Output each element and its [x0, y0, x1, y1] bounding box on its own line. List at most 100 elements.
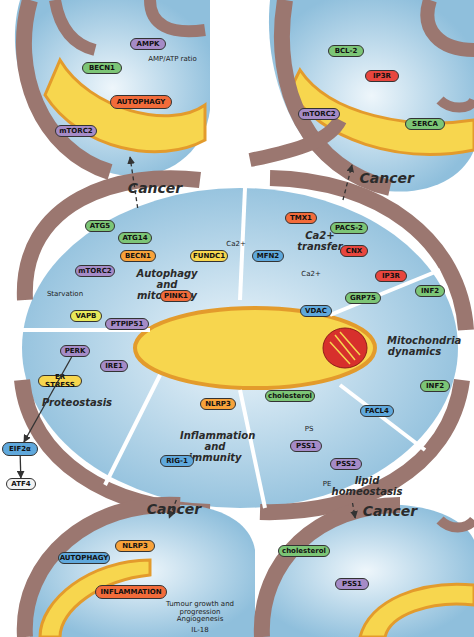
protein-pill: cholesterol: [265, 390, 315, 402]
panel-region: Autophagy and mitophagyATG5ATG14BECN1FUN…: [20, 188, 460, 510]
protein-pill: IP3R: [375, 270, 407, 282]
annotation-label: Angiogenesis: [170, 615, 230, 623]
protein-name: BECN1: [125, 252, 151, 260]
protein-pill: PSS1: [335, 578, 369, 590]
protein-pill: AUTOPHAGY: [58, 552, 110, 564]
protein-pill: PSS2: [330, 458, 362, 470]
er-membrane: [250, 120, 340, 160]
annotation-label: Tumour growth and progression: [160, 600, 240, 616]
protein-pill: ATF4: [6, 478, 36, 490]
protein-name: TMX1: [290, 214, 312, 222]
divider: [340, 385, 425, 450]
edge-label: Cancer: [359, 170, 413, 186]
mitochondrion: [45, 60, 205, 152]
pathway-sector: Inflammation and immunityRIG-1NLRP3: [140, 380, 260, 500]
protein-pill: ER STRESS: [38, 375, 82, 387]
protein-name: PTPIP51: [111, 320, 144, 328]
protein-name: NLRP3: [205, 400, 231, 408]
protein-name: FACL4: [365, 407, 389, 415]
cytosol-area: [258, 505, 474, 637]
er-membrane: [150, 0, 205, 31]
protein-pill: RIG-1: [160, 455, 194, 467]
protein-pill: NLRP3: [200, 398, 236, 410]
protein-name: GRP75: [350, 294, 376, 302]
sector-dividers: [22, 188, 440, 508]
protein-pill: MFN2: [252, 250, 284, 262]
divider: [240, 390, 265, 508]
protein-pill: INF2: [420, 380, 450, 392]
pathway-sector: lipid homeostasis PSS1PSS2 cholesterolFACL…: [262, 385, 422, 503]
cristae-lines: [330, 332, 360, 364]
er-membrane: [270, 178, 466, 330]
er-membrane: [24, 0, 110, 172]
sector-title: lipid homeostasis: [322, 475, 412, 497]
protein-name: ER STRESS: [39, 373, 81, 389]
protein-name: PSS1: [342, 580, 362, 588]
protein-name: IP3R: [373, 72, 391, 80]
annotation-label: AMP/ATP ratio: [145, 55, 200, 63]
protein-pill: BECN1: [120, 250, 156, 262]
annotation-label: PS: [300, 425, 318, 433]
edge-label: Cancer: [147, 501, 201, 517]
protein-name: RIG-1: [166, 457, 188, 465]
protein-name: MFN2: [257, 252, 279, 260]
er-membrane: [55, 0, 95, 50]
cytosol-area: [269, 0, 474, 192]
protein-name: IP3R: [382, 272, 400, 280]
protein-pill: PINK1: [160, 290, 192, 302]
protein-pill: FACL4: [360, 405, 394, 417]
edge-label: Cancer: [363, 503, 417, 519]
protein-pill: IRE1: [100, 360, 128, 372]
pathway-sector: ProteostasisPERKIRE1ER STRESS: [22, 332, 160, 457]
er-membrane: [260, 380, 462, 512]
protein-name: IRE1: [105, 362, 123, 370]
annotation-label: Starvation: [45, 290, 85, 298]
annotation-label: IL-18: [180, 626, 220, 634]
dashed-arrow: [24, 357, 72, 442]
dashed-arrow: [353, 503, 356, 518]
protein-name: mTORC2: [78, 267, 111, 275]
panel-region: BECN1AUTOPHAGYmTORC2AMPK: [40, 22, 200, 157]
protein-pill: SERCA: [405, 118, 445, 130]
protein-name: VDAC: [305, 307, 327, 315]
cytosol-area: [15, 0, 210, 176]
protein-pill: INF2: [415, 285, 445, 297]
protein-pill: mTORC2: [298, 108, 340, 120]
protein-pill: VDAC: [300, 305, 332, 317]
divider: [105, 375, 160, 485]
protein-name: VAPB: [76, 312, 97, 320]
protein-name: AUTOPHAGY: [60, 554, 109, 562]
protein-name: EIF2α: [9, 445, 31, 453]
annotation-label: Ca2+: [300, 270, 322, 278]
protein-pill: IP3R: [365, 70, 399, 82]
protein-name: PSS1: [296, 442, 316, 450]
er-membrane: [440, 520, 474, 528]
protein-name: PERK: [65, 347, 86, 355]
pathway-sector: Mitochondria dynamicsINF2INF2: [385, 280, 460, 410]
protein-pill: AMPK: [130, 38, 166, 50]
protein-name: PSS2: [336, 460, 356, 468]
pathway-sector: Ca2+ transferMFN2TMX1PACS-2CNXIP3RGRP75V…: [245, 200, 410, 320]
protein-pill: PSS1: [290, 440, 322, 452]
dashed-arrow: [343, 165, 352, 200]
protein-pill: PTPIP51: [105, 318, 149, 330]
protein-pill: ATG14: [118, 232, 152, 244]
pathway-sector: Autophagy and mitophagyATG5ATG14BECN1FUN…: [62, 208, 232, 333]
protein-pill: EIF2α: [2, 442, 38, 456]
cytosol-disc: [22, 188, 458, 508]
protein-pill: INFLAMMATION: [95, 585, 167, 599]
protein-name: PINK1: [164, 292, 188, 300]
er-membrane: [282, 0, 390, 188]
protein-name: mTORC2: [302, 110, 335, 118]
protein-name: AUTOPHAGY: [117, 98, 166, 106]
protein-name: BECN1: [89, 64, 115, 72]
protein-name: FUNDC1: [193, 252, 225, 260]
panel-region: BCL-2IP3R SERCA mTORC2: [285, 25, 455, 165]
protein-pill: BCL-2: [328, 45, 364, 57]
protein-pill: ATG5: [85, 220, 115, 232]
protein-name: cholesterol: [268, 392, 312, 400]
protein-name: NLRP3: [122, 542, 148, 550]
protein-name: INFLAMMATION: [100, 588, 161, 596]
er-membrane: [22, 380, 210, 512]
